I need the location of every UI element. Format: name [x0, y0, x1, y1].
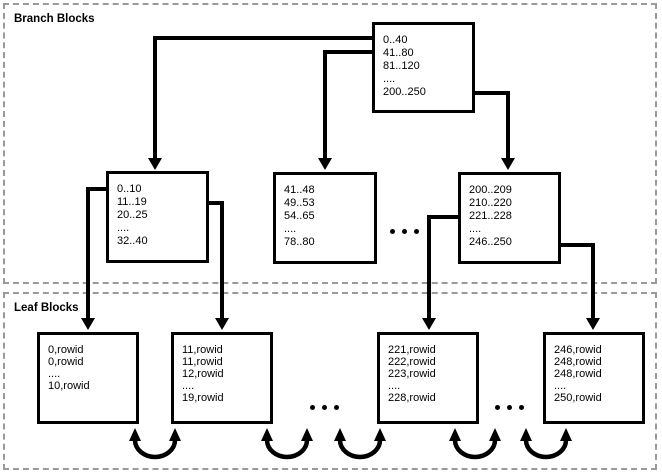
- omitted-leaf-blocks-ellipsis-2: [495, 405, 524, 410]
- arrow-down-icon: [215, 318, 229, 330]
- arrow-down-icon: [148, 158, 162, 170]
- connector-root-to-branch-left: [153, 36, 372, 158]
- block-line: 250,rowid: [554, 392, 602, 404]
- block-line: ....: [383, 73, 396, 85]
- connector-root-to-branch-right: [475, 91, 510, 158]
- block-line: ....: [182, 380, 195, 392]
- block-line: 210..220: [469, 197, 512, 209]
- connector-root-to-branch-middle: [323, 50, 372, 158]
- leaf-link-arc-3: [337, 439, 383, 460]
- connector-branch-left-to-leaf-1: [86, 187, 106, 318]
- block-line: 11..19: [117, 196, 147, 208]
- block-line: 11,rowid: [182, 356, 223, 368]
- arrow-down-icon: [318, 158, 332, 170]
- leaf-link-arc-5: [523, 439, 569, 460]
- connector-branch-right-to-leaf-3: [427, 215, 458, 318]
- arrow-up-icon: [374, 428, 386, 441]
- arrow-up-icon: [489, 428, 501, 441]
- block-line: 20..25: [117, 209, 148, 221]
- block-line: 228,rowid: [388, 392, 436, 404]
- branch-blocks-label: Branch Blocks: [14, 13, 95, 25]
- connector-branch-right-to-leaf-4: [561, 243, 595, 318]
- leaf-link-arc-2: [264, 439, 310, 460]
- block-line: 41..80: [383, 47, 414, 59]
- block-line: 54..65: [284, 210, 315, 222]
- block-line: 0,rowid: [48, 356, 84, 368]
- block-line: 49..53: [284, 197, 315, 209]
- block-line: 222,rowid: [388, 356, 436, 368]
- arrow-up-icon: [560, 428, 572, 441]
- omitted-leaf-blocks-ellipsis-1: [310, 405, 339, 410]
- block-line: 41..48: [284, 184, 315, 196]
- block-line: 81..120: [383, 60, 420, 72]
- connector-branch-left-to-leaf-2: [209, 201, 224, 318]
- block-line: 223,rowid: [388, 368, 436, 380]
- arrow-up-icon: [449, 428, 461, 441]
- block-line: 248,rowid: [554, 368, 602, 380]
- arrow-up-icon: [129, 428, 141, 441]
- block-line: 12,rowid: [182, 368, 224, 380]
- leaf-blocks-label: Leaf Blocks: [14, 302, 79, 314]
- arrow-up-icon: [169, 428, 181, 441]
- block-line: 200..250: [383, 86, 426, 98]
- block-line: ....: [284, 223, 297, 235]
- arrow-down-icon: [586, 318, 600, 330]
- arrow-up-icon: [301, 428, 313, 441]
- block-line: ....: [48, 368, 61, 380]
- block-line: ....: [117, 222, 130, 234]
- block-line: ....: [554, 380, 567, 392]
- omitted-branch-blocks-ellipsis: [390, 229, 419, 234]
- block-line: 0..40: [383, 34, 408, 46]
- leaf-blocks-section: Leaf Blocks: [3, 292, 657, 470]
- block-line: 19,rowid: [182, 392, 224, 404]
- arrow-up-icon: [334, 428, 346, 441]
- block-line: 32..40: [117, 235, 148, 247]
- block-line: ....: [388, 380, 401, 392]
- block-line: 0,rowid: [48, 344, 84, 356]
- arrow-down-icon: [422, 318, 436, 330]
- block-line: 78..80: [284, 236, 315, 248]
- block-line: 10,rowid: [48, 380, 90, 392]
- arrow-down-icon: [81, 318, 95, 330]
- block-line: 221,rowid: [388, 344, 436, 356]
- leaf-link-arc-1: [132, 439, 178, 460]
- arrow-up-icon: [520, 428, 532, 441]
- block-line: 246,rowid: [554, 344, 602, 356]
- block-line: 248,rowid: [554, 356, 602, 368]
- block-line: 246..250: [469, 236, 512, 248]
- leaf-link-arc-4: [452, 439, 498, 460]
- branch-blocks-section: Branch Blocks: [3, 3, 657, 284]
- arrow-up-icon: [261, 428, 273, 441]
- block-line: 200..209: [469, 184, 512, 196]
- block-line: 221..228: [469, 210, 512, 222]
- arrow-down-icon: [501, 158, 515, 170]
- block-line: 11,rowid: [182, 344, 223, 356]
- block-line: ....: [469, 223, 482, 235]
- block-line: 0..10: [117, 183, 142, 195]
